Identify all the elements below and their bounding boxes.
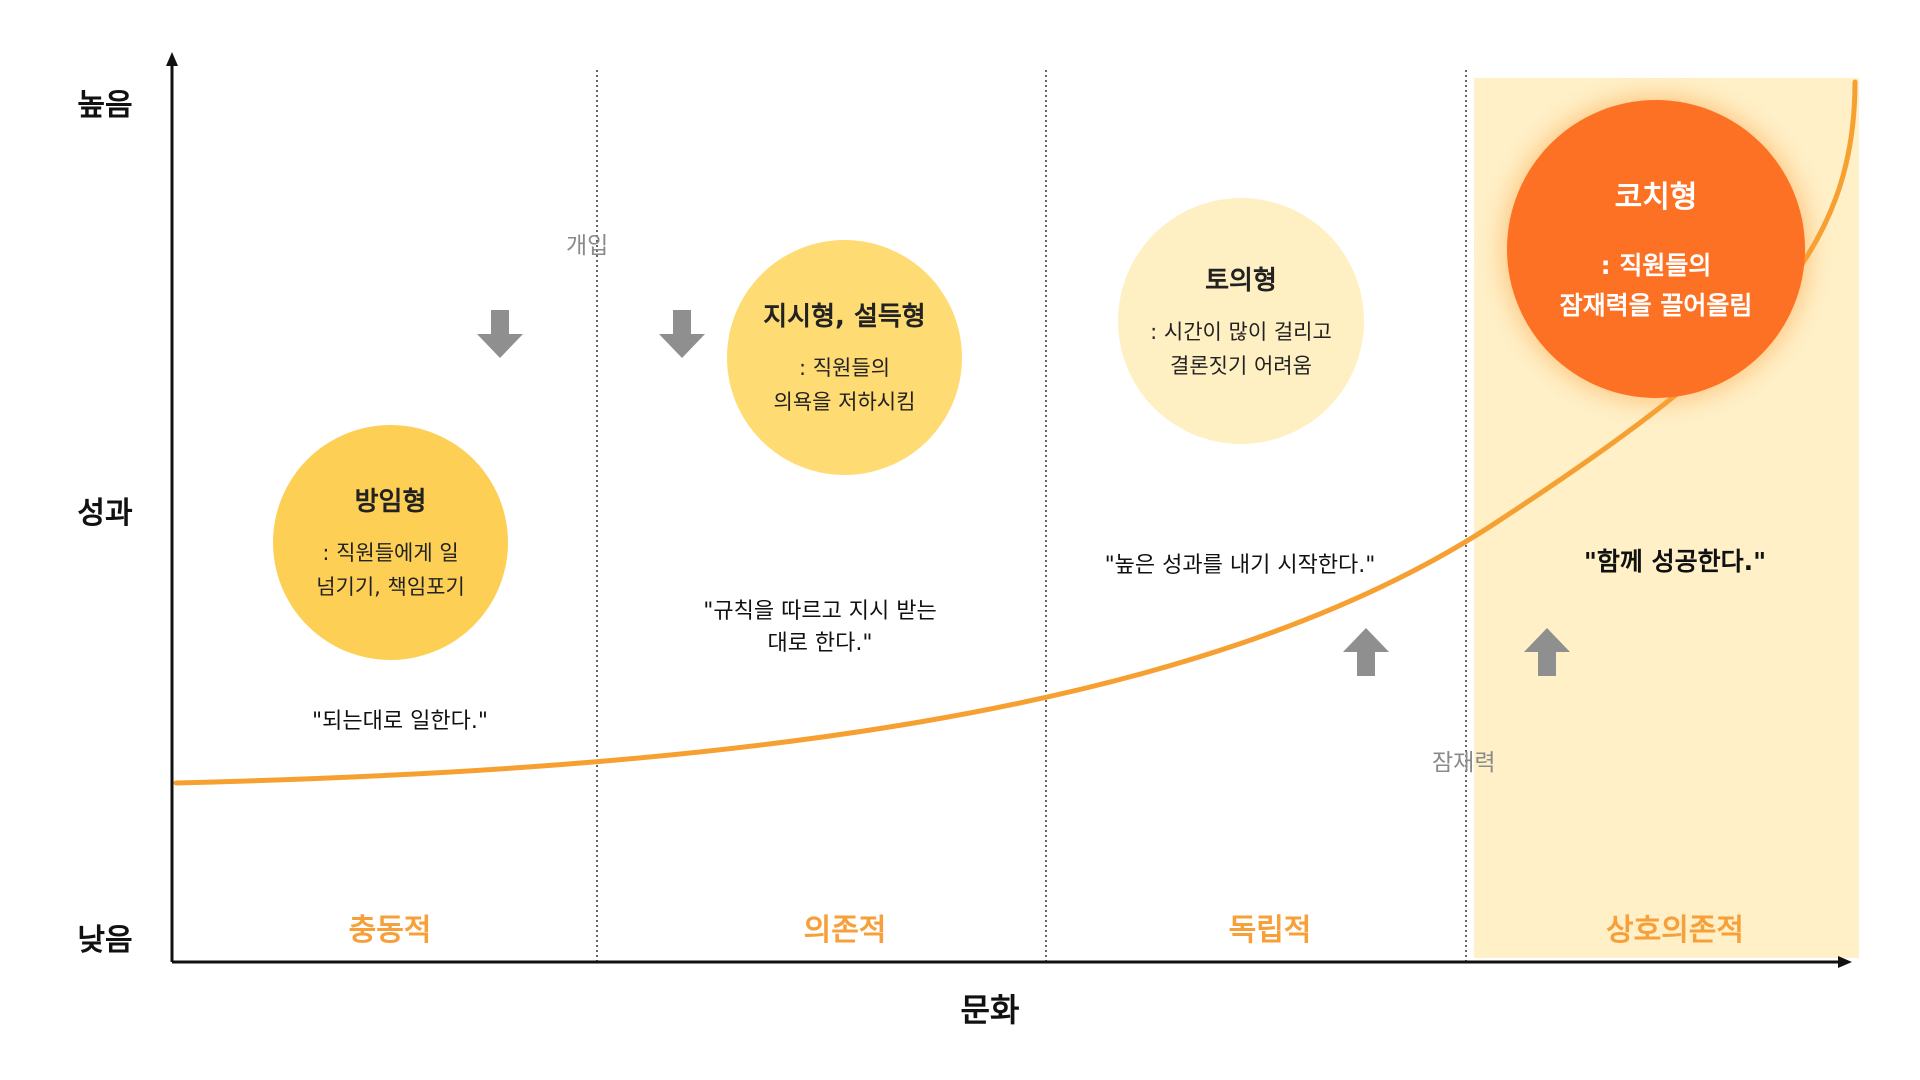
circle-desc-line1: : 직원들에게 일: [322, 541, 459, 565]
quote-interdependent: "함께 성공한다.": [1583, 547, 1767, 576]
column-label-dependent: 의존적: [803, 913, 887, 948]
y-axis-low-label: 낮음: [77, 923, 133, 958]
down-arrow-icon: [477, 310, 523, 358]
circle-desc-line1: : 시간이 많이 걸리고: [1150, 319, 1332, 344]
circle-desc-line2: 결론짓기 어려움: [1170, 353, 1312, 378]
circle-title: 코치형: [1614, 180, 1698, 215]
quote-independent: "높은 성과를 내기 시작한다.": [1104, 553, 1376, 578]
circle-desc-line2: 넘기기, 책임포기: [316, 575, 465, 599]
x-axis-title: 문화: [960, 991, 1020, 1029]
quote-dependent-line2: 대로 한다.": [767, 631, 873, 656]
y-axis-high-label: 높음: [77, 88, 133, 123]
circle-laissez-faire: 방임형 : 직원들에게 일 넘기기, 책임포기: [273, 425, 508, 660]
up-arrow-icon: [1343, 628, 1389, 676]
circle-directive: 지시형, 설득형 : 직원들의 의욕을 저하시킴: [727, 240, 962, 475]
x-axis-arrowhead: [1838, 956, 1852, 968]
circle-desc-line1: : 직원들의: [1600, 251, 1712, 280]
quote-dependent: "규칙을 따르고 지시 받는 대로 한다.": [670, 596, 970, 660]
circle-coach: 코치형 : 직원들의 잠재력을 끌어올림: [1507, 100, 1805, 398]
circle-desc-line2: 의욕을 저하시킴: [773, 390, 916, 414]
down-arrow-icon: [659, 310, 705, 358]
circle-desc-line1: : 직원들의: [798, 356, 891, 380]
up-arrow-icon: [1524, 628, 1570, 676]
quote-impulsive: "되는대로 일한다.": [312, 709, 488, 734]
circle-desc-line2: 잠재력을 끌어올림: [1559, 291, 1753, 320]
y-axis-arrowhead: [166, 52, 178, 66]
y-axis-title: 성과: [77, 496, 133, 531]
quote-dependent-line1: "규칙을 따르고 지시 받는: [703, 599, 937, 624]
column-label-independent: 독립적: [1228, 913, 1312, 948]
column-label-interdependent: 상호의존적: [1606, 913, 1744, 948]
circle-discussion: 토의형 : 시간이 많이 걸리고 결론짓기 어려움: [1118, 198, 1364, 444]
circle-title: 지시형, 설득형: [763, 302, 926, 332]
column-label-impulsive: 충동적: [348, 913, 432, 948]
annotation-potential: 잠재력: [1432, 750, 1496, 776]
circle-title: 토의형: [1205, 265, 1277, 296]
annotation-intervention: 개입: [566, 233, 609, 259]
circle-title: 방임형: [354, 487, 427, 517]
